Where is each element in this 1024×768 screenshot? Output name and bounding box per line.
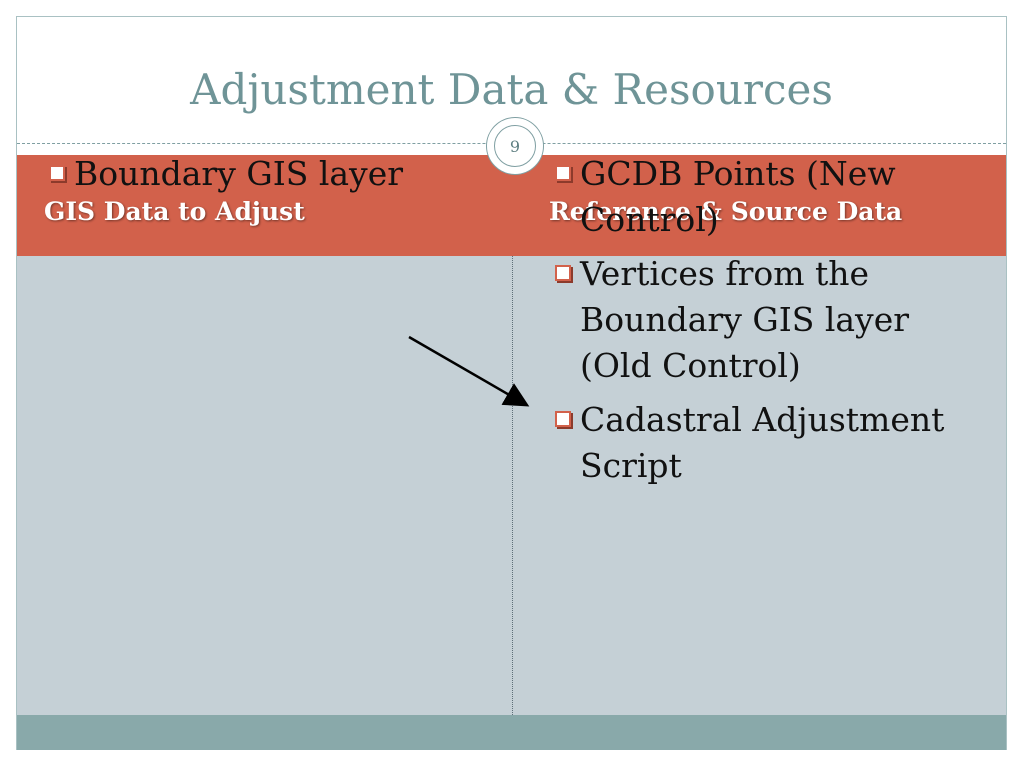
column-header-gis-data: GIS Data to Adjust xyxy=(44,197,305,226)
list-item-text: Cadastral Adjustment Script xyxy=(580,400,945,485)
comparison-table: GIS Data to Adjust Reference & Source Da… xyxy=(17,155,1006,715)
slide-number: 9 xyxy=(494,125,536,167)
slide-title: Adjustment Data & Resources xyxy=(190,65,833,114)
slide: Adjustment Data & Resources 9 GIS Data t… xyxy=(16,16,1007,750)
checkbox-bullet-icon xyxy=(555,411,571,427)
column-divider xyxy=(512,256,513,715)
checkbox-bullet-icon xyxy=(555,265,571,281)
footer-bar xyxy=(17,715,1006,750)
slide-number-badge: 9 xyxy=(487,118,543,174)
column-header-reference-data: Reference & Source Data xyxy=(549,197,903,226)
reference-data-list: GCDB Points (New Control) Vertices from … xyxy=(553,151,983,497)
table-header-row: GIS Data to Adjust Reference & Source Da… xyxy=(17,155,1006,256)
list-item: Cadastral Adjustment Script xyxy=(553,397,983,489)
list-item-text: GCDB Points (New Control) xyxy=(580,154,896,239)
list-item: Vertices from the Boundary GIS layer (Ol… xyxy=(553,251,983,389)
list-item: GCDB Points (New Control) xyxy=(553,151,983,243)
gis-data-list: Boundary GIS layer xyxy=(47,151,507,205)
list-item: Boundary GIS layer xyxy=(47,151,507,197)
list-item-text: Vertices from the Boundary GIS layer (Ol… xyxy=(580,254,910,385)
table-body-row xyxy=(17,256,1006,715)
checkbox-bullet-icon xyxy=(49,165,65,181)
checkbox-bullet-icon xyxy=(555,165,571,181)
list-item-text: Boundary GIS layer xyxy=(74,154,404,193)
